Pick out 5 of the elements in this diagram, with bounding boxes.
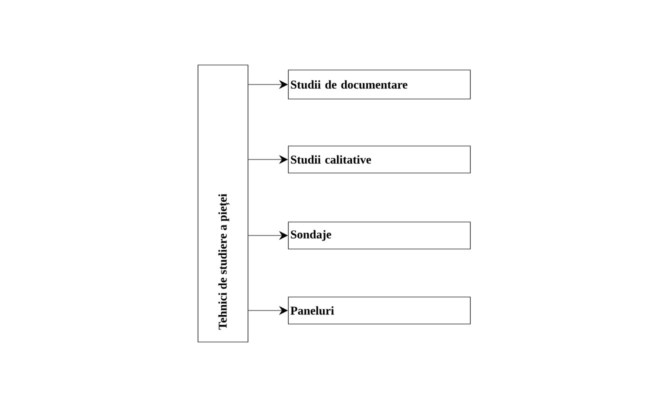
process-box: Studii de documentare [288, 70, 471, 100]
process-box: Studii calitative [288, 146, 471, 174]
process-box: Sondaje [288, 222, 471, 250]
process-box: Tehnici de studiere a pieței [198, 64, 248, 342]
process-box: Paneluri [288, 296, 471, 324]
